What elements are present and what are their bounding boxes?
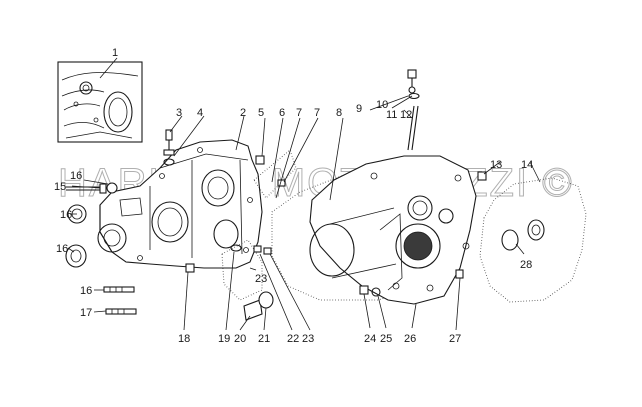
dowel-part-16-top <box>255 155 265 165</box>
callout-23-top: 10 <box>376 99 388 111</box>
sensor-part-22 <box>407 69 417 94</box>
callout-16-bottom-left: 18 <box>178 333 190 345</box>
dowel-part-16-right-top <box>477 171 487 181</box>
stud-part-19 <box>103 286 135 293</box>
washer-part-5 <box>230 244 242 252</box>
callout-21: 11 <box>386 109 397 121</box>
washer-part-23-top <box>408 92 420 100</box>
callout-27: 23 <box>302 333 314 345</box>
bolt-part-26 <box>359 285 369 295</box>
leader-lines <box>67 57 541 331</box>
callout-15: 8 <box>336 107 342 119</box>
callout-23-bottom: 25 <box>380 333 392 345</box>
callout-labels: 1 2 3 4 5 6 7 7 8 9 10 11 12 13 14 15 16… <box>54 47 533 345</box>
callout-28: 28 <box>520 259 532 271</box>
callout-11: 3 <box>176 107 182 119</box>
washer-part-23-bottom <box>371 287 381 297</box>
callout-10: 14 <box>521 159 533 171</box>
callout-9: 7 <box>314 107 320 119</box>
bearing-part-2 <box>65 244 87 268</box>
right-gearbox-housing <box>309 155 477 305</box>
callout-6: 22 <box>287 333 299 345</box>
inset-detail-box <box>57 61 143 143</box>
rear-cover-gasket-part-10 <box>479 177 587 303</box>
screw-part-6 <box>253 245 262 253</box>
callout-4: 1 <box>112 47 118 59</box>
dowel-part-16-left <box>185 263 195 273</box>
callout-16-top-left: 5 <box>258 107 264 119</box>
callout-20: 12 <box>400 109 412 121</box>
callout-17: 26 <box>404 333 416 345</box>
callout-16-right-bottom: 27 <box>449 333 461 345</box>
callout-14: 16 <box>70 170 82 182</box>
callout-5: 19 <box>218 333 230 345</box>
callout-7-middle: 23 <box>255 273 267 285</box>
callout-16-right-top: 13 <box>490 159 502 171</box>
stud-part-18 <box>105 308 137 315</box>
seal-part-28 <box>501 219 545 251</box>
callout-7-top: 7 <box>296 107 302 119</box>
callout-2: 16 <box>56 243 68 255</box>
plug-part-14 <box>106 182 118 194</box>
left-gearbox-housing <box>97 139 263 269</box>
callout-8: 6 <box>279 107 285 119</box>
screw-part-27 <box>263 247 272 255</box>
callout-18: 17 <box>80 307 92 319</box>
plug-part-24 <box>243 299 263 321</box>
dowel-part-16-right-bottom <box>455 269 464 279</box>
gasket-part-8 <box>253 149 297 199</box>
breather-valve-part-11 <box>163 129 175 156</box>
callout-1: 2 <box>240 107 246 119</box>
callout-12: 4 <box>197 107 203 119</box>
callout-26: 24 <box>364 333 376 345</box>
callout-13: 15 <box>54 181 66 193</box>
callout-25: 21 <box>258 333 270 345</box>
rod-part-20 <box>407 105 419 151</box>
callout-24: 20 <box>234 333 246 345</box>
washer-part-12 <box>163 158 175 166</box>
center-gasket <box>271 161 427 301</box>
callout-3: 16 <box>60 209 72 221</box>
seal-part-25 <box>258 291 274 309</box>
callout-19: 16 <box>80 285 92 297</box>
callout-22: 9 <box>356 103 362 115</box>
